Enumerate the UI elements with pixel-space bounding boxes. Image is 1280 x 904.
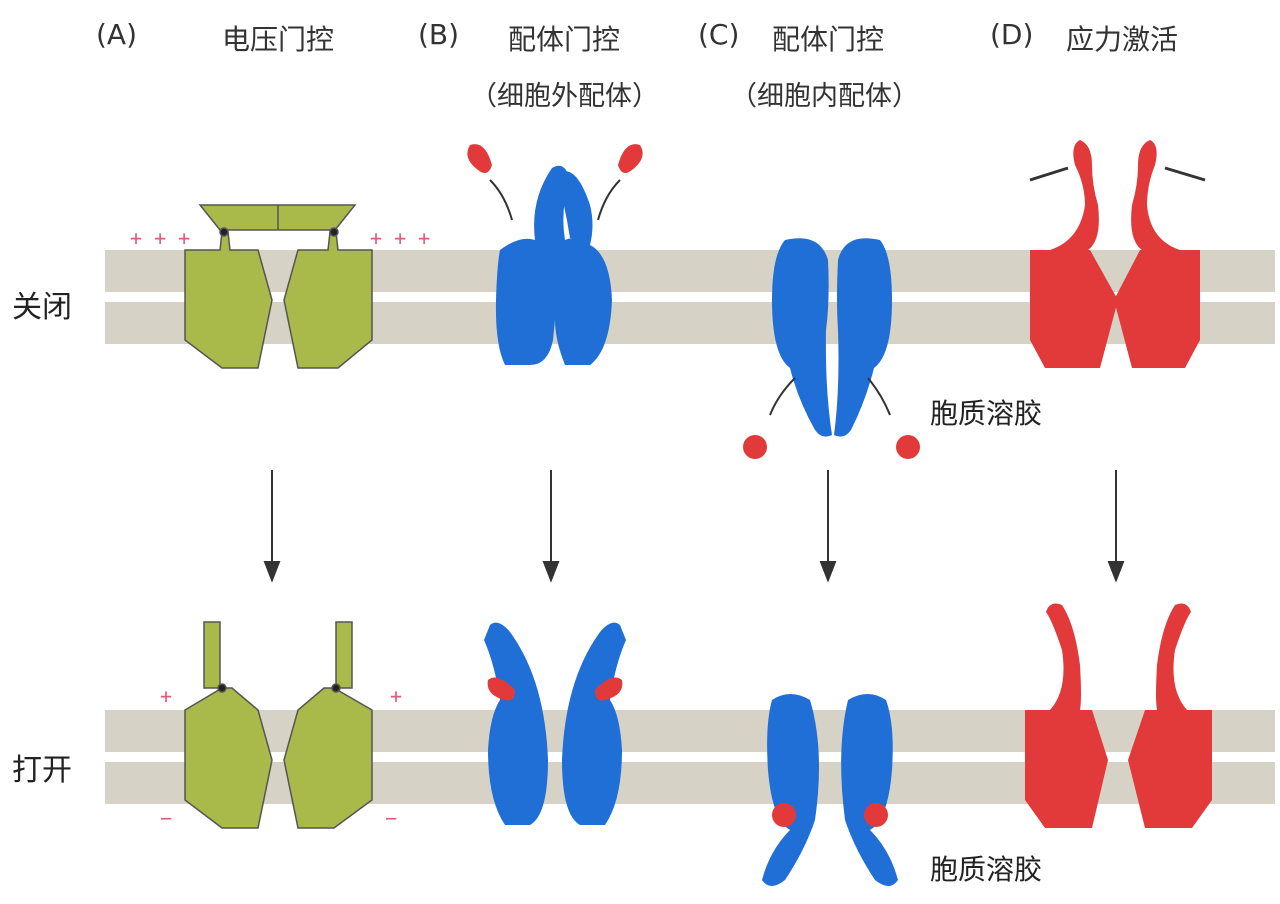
- extracellular-ligand-channel-open: [484, 622, 626, 825]
- intracellular-ligand-channel-open: [762, 694, 898, 886]
- transition-arrows: [263, 470, 1125, 583]
- state-closed-label: 关闭: [12, 290, 72, 325]
- voltage-channel-closed: [184, 204, 373, 369]
- header-c-title: 配体门控: [772, 23, 885, 56]
- ligand-red-c: [743, 435, 920, 459]
- extracellular-ligand-channel-closed: [495, 165, 612, 365]
- charge-closed-right: + + +: [370, 226, 431, 250]
- charge-open-plus-right: +: [390, 684, 403, 708]
- header-a-letter: (A): [96, 18, 138, 51]
- header-c-subtitle: （细胞内配体）: [730, 81, 919, 112]
- extracellular-ligand-red: [467, 144, 643, 174]
- ligand-arrows-c: [769, 377, 891, 416]
- charge-open-minus-right: −: [385, 806, 398, 830]
- ligand-arrows-b: [489, 179, 621, 221]
- ligand-bound-b: [487, 677, 623, 701]
- charge-open-plus-left: +: [160, 684, 173, 708]
- header-b-letter: (B): [418, 18, 460, 51]
- cytosol-label-closed: 胞质溶胶: [930, 397, 1043, 430]
- charge-open-minus-left: −: [160, 806, 173, 830]
- header-b-title: 配体门控: [508, 23, 621, 56]
- charge-closed-left: + + +: [130, 226, 191, 250]
- stress-channel-open: [1025, 603, 1212, 828]
- intracellular-ligand-channel-closed: [772, 238, 892, 437]
- cytosol-label-open: 胞质溶胶: [930, 853, 1043, 886]
- stress-channel-closed: [1030, 140, 1200, 368]
- header-d-title: 应力激活: [1066, 23, 1179, 56]
- header-c-letter: (C): [698, 18, 740, 51]
- header-d-letter: (D): [990, 18, 1034, 51]
- stress-arrows: [1029, 166, 1206, 182]
- voltage-channel-open: [184, 621, 373, 829]
- state-open-label: 打开: [12, 753, 72, 788]
- header-a-title: 电压门控: [222, 23, 335, 56]
- header-b-subtitle: （细胞外配体）: [470, 81, 659, 112]
- ligand-bound-c: [772, 803, 888, 827]
